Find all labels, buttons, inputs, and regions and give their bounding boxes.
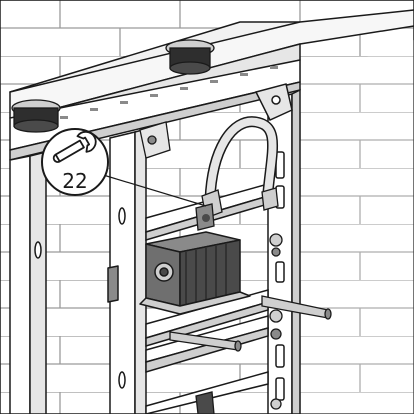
corner-bracket [139, 121, 171, 159]
front-vertical-frame [109, 128, 147, 414]
wrench-icon [52, 130, 97, 163]
wrench-callout: 22 [41, 128, 109, 196]
wrench-size-label: 22 [62, 169, 87, 193]
threaded-rod-right [261, 295, 332, 320]
rail-nuts [269, 233, 283, 410]
motor-unit [107, 231, 251, 315]
rack-foot-center [165, 39, 215, 75]
threaded-rod-left [169, 331, 242, 352]
callout-leader-line [99, 173, 207, 207]
rack-foot-left [11, 99, 61, 133]
bottom-clamp [195, 391, 215, 414]
right-wall-face [300, 40, 414, 414]
left-vertical-frame [9, 151, 47, 414]
hose-assembly [195, 116, 279, 231]
